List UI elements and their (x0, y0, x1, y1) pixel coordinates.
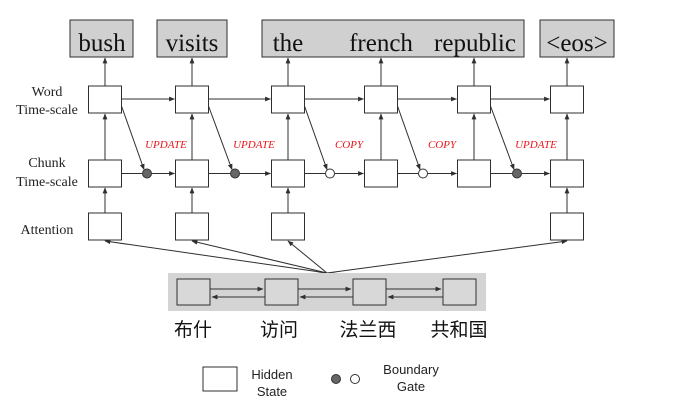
edge-encoder-to-attention-3 (287, 240, 328, 274)
attention-state-1 (88, 212, 122, 241)
output-box-eos (539, 19, 615, 58)
word-state-5 (457, 85, 491, 114)
encoder-background (168, 273, 486, 311)
gate-op-label-2: UPDATE (233, 139, 275, 151)
boundary-gate-5 (512, 168, 522, 179)
encoder-state-4 (442, 278, 477, 306)
legend-hidden-state-label-1: Hidden (251, 367, 292, 382)
word-state-1 (88, 85, 122, 114)
legend-gate-open-icon (350, 374, 360, 384)
output-word-bush: bush (78, 30, 126, 57)
word-state-4 (364, 85, 398, 114)
output-box-visits (156, 19, 228, 58)
row-label-word-1: Word (32, 85, 63, 100)
edge-encoder-to-attention-1 (104, 239, 328, 274)
boundary-gate-3 (325, 168, 335, 179)
encoder-state-3 (352, 278, 387, 306)
word-state-6 (550, 85, 584, 114)
source-word-4: 共和国 (430, 319, 487, 341)
row-label-chunk-2: Time-scale (16, 175, 78, 190)
legend-hidden-state-label-2: State (257, 384, 287, 399)
chunk-state-2 (175, 159, 209, 188)
edge-encoder-to-attention-4 (326, 239, 568, 274)
edges (102, 57, 570, 280)
edge-encoder-to-attention-2 (191, 239, 328, 274)
output-word-visits: visits (166, 30, 219, 57)
output-box-the-french-republic (261, 19, 525, 58)
edge-word-to-gate-1 (121, 105, 145, 171)
row-labels: Word Time-scale Chunk Time-scale Attenti… (16, 85, 78, 238)
row-label-chunk-1: Chunk (28, 156, 65, 171)
edge-word-to-gate-3 (304, 105, 328, 171)
output-box-bush (69, 19, 134, 58)
chunk-state-3 (271, 159, 305, 188)
word-state-2 (175, 85, 209, 114)
boundary-gate-2 (230, 168, 240, 179)
chunk-state-6 (550, 159, 584, 188)
chunk-state-4 (364, 159, 398, 188)
legend-boundary-gate-label-1: Boundary (383, 362, 439, 377)
attention-state-3 (271, 212, 305, 241)
attention-state-2 (175, 212, 209, 241)
output-word-eos: <eos> (546, 30, 608, 57)
output-word-french: french (349, 30, 413, 57)
hidden-state-nodes (88, 85, 584, 241)
boundary-gates (142, 168, 522, 179)
boundary-gate-4 (418, 168, 428, 179)
output-word-the: the (273, 30, 304, 57)
gate-op-label-1: UPDATE (145, 139, 187, 151)
gate-operation-labels: UPDATE UPDATE COPY COPY UPDATE (145, 139, 557, 151)
encoder-state-1 (176, 278, 211, 306)
source-word-3: 法兰西 (339, 319, 396, 341)
source-word-1: 布什 (174, 319, 212, 341)
edge-word-to-gate-2 (208, 105, 233, 171)
row-label-attention: Attention (21, 223, 74, 238)
encoder (168, 273, 486, 311)
source-word-2: 访问 (260, 319, 298, 341)
edge-word-to-gate-5 (490, 105, 515, 171)
legend: Hidden State Boundary Gate (202, 362, 439, 399)
encoder-state-2 (264, 278, 299, 306)
gate-op-label-5: UPDATE (515, 139, 557, 151)
legend-hidden-state-swatch (202, 366, 238, 392)
attention-state-4 (550, 212, 584, 241)
legend-gate-closed-icon (331, 374, 341, 384)
row-label-word-2: Time-scale (16, 103, 78, 118)
edge-word-to-gate-4 (397, 105, 421, 171)
chunk-state-5 (457, 159, 491, 188)
boundary-gate-1 (142, 168, 152, 179)
gate-op-label-3: COPY (335, 139, 365, 151)
output-word-republic: republic (434, 30, 516, 57)
gate-op-label-4: COPY (428, 139, 458, 151)
source-words: 布什 访问 法兰西 共和国 (174, 319, 488, 341)
legend-boundary-gate-label-2: Gate (397, 379, 425, 394)
word-state-3 (271, 85, 305, 114)
output-word-boxes: bush visits the french republic <eos> (69, 19, 615, 58)
chunk-state-1 (88, 159, 122, 188)
